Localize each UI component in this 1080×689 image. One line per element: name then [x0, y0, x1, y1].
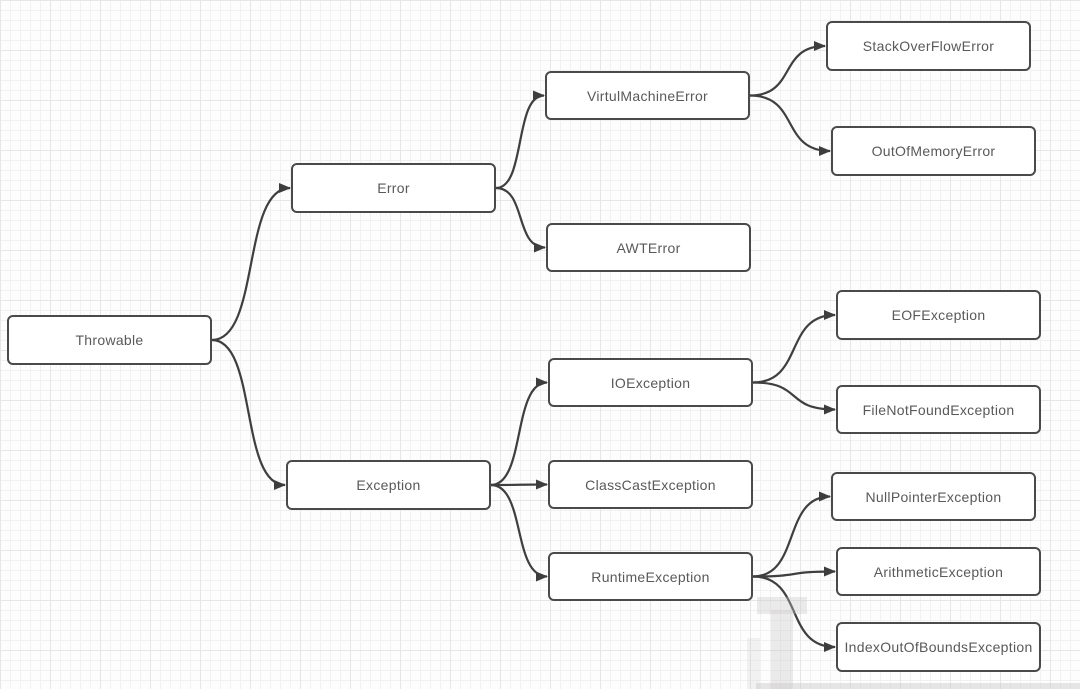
node-ioexception: IOException [548, 358, 753, 407]
node-nullpointerexception: NullPointerException [831, 472, 1036, 521]
node-indexoutofboundsexception: IndexOutOfBoundsException [836, 622, 1041, 672]
node-arithmeticexception: ArithmeticException [836, 547, 1041, 596]
node-awterror-label: AWTError [616, 239, 681, 256]
node-nullpointerexception-label: NullPointerException [865, 488, 1002, 505]
connector-virtulmachineerror-to-stackoverflowerror [749, 41, 826, 97]
connector-runtimeexception-to-nullpointerexception [752, 491, 831, 578]
node-error: Error [291, 163, 496, 213]
node-eofexception: EOFException [836, 290, 1041, 340]
node-eofexception-label: EOFException [891, 307, 986, 323]
connector-runtimeexception-to-arithmeticexception [752, 566, 836, 578]
node-exception: Exception [286, 460, 491, 510]
connector-throwable-to-error [211, 183, 291, 342]
node-outofmemoryerror: OutOfMemoryError [831, 126, 1036, 176]
connector-ioexception-to-eofexception [752, 310, 836, 384]
node-outofmemoryerror-label: OutOfMemoryError [871, 143, 996, 159]
node-arithmeticexception-label: ArithmeticException [873, 563, 1004, 580]
node-error-label: Error [377, 180, 410, 196]
connector-error-to-virtulmachineerror [495, 90, 545, 190]
connector-exception-to-runtimeexception [490, 483, 548, 582]
node-throwable-label: Throwable [75, 332, 144, 348]
node-virtulmachineerror-label: VirtulMachineError [586, 87, 709, 104]
node-stackoverflowerror: StackOverFlowError [826, 21, 1031, 71]
node-throwable: Throwable [7, 315, 212, 365]
watermark-fragment [747, 638, 760, 689]
connector-error-to-awterror [495, 186, 546, 253]
node-ioexception-label: IOException [610, 374, 691, 391]
node-runtimeexception: RuntimeException [548, 552, 753, 601]
node-virtulmachineerror: VirtulMachineError [545, 71, 750, 120]
watermark-fragment [771, 610, 793, 689]
node-runtimeexception-label: RuntimeException [591, 568, 710, 585]
connector-exception-to-classcastexception [490, 479, 548, 490]
node-indexoutofboundsexception-label: IndexOutOfBoundsException [844, 639, 1033, 655]
watermark-fragment [756, 683, 1080, 689]
connector-ioexception-to-filenotfoundexception [752, 381, 836, 415]
node-awterror: AWTError [546, 223, 751, 272]
node-classcastexception-label: ClassCastException [585, 476, 716, 493]
connector-throwable-to-exception [211, 338, 286, 490]
node-stackoverflowerror-label: StackOverFlowError [862, 38, 995, 54]
node-filenotfoundexception: FileNotFoundException [836, 385, 1041, 434]
node-filenotfoundexception-label: FileNotFoundException [862, 401, 1015, 418]
node-classcastexception: ClassCastException [548, 460, 753, 509]
connector-virtulmachineerror-to-outofmemoryerror [749, 94, 831, 156]
connector-exception-to-ioexception [490, 377, 548, 487]
node-exception-label: Exception [356, 477, 421, 493]
